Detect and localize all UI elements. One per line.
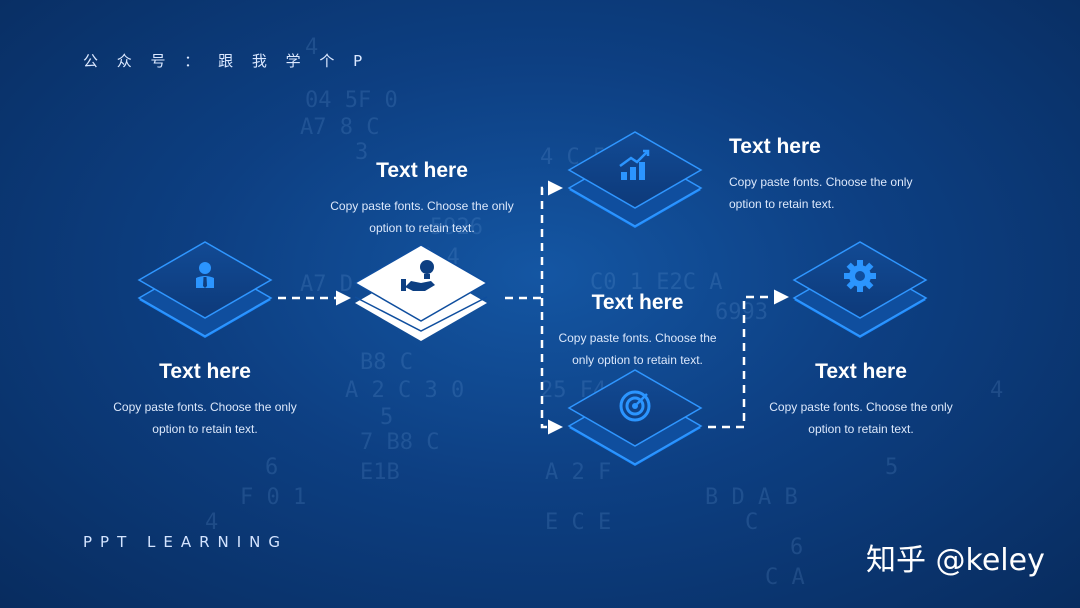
node-4-text: Text here Copy paste fonts. Choose the o… <box>550 291 725 371</box>
node-3-text: Text here Copy paste fonts. Choose the o… <box>729 135 929 215</box>
node-5-text: Text here Copy paste fonts. Choose the o… <box>761 360 961 440</box>
node-5-body: Copy paste fonts. Choose the only option… <box>769 400 953 436</box>
header-text: 公 众 号 ： 跟 我 学 个 P <box>83 52 370 70</box>
node-4-tile <box>567 369 703 466</box>
node-3-title: Text here <box>729 135 821 158</box>
person-tie-icon <box>196 262 214 288</box>
node-3-body: Copy paste fonts. Choose the only option… <box>729 175 913 211</box>
bar-chart-growth-icon <box>619 149 650 180</box>
node-2-tile <box>353 244 489 341</box>
node-5-tile <box>792 241 928 338</box>
lightbulb-hand-icon <box>401 260 435 291</box>
node-1-title: Text here <box>159 360 251 383</box>
node-4-title: Text here <box>591 291 684 314</box>
node-4-body: Copy paste fonts. Choose the only option… <box>558 331 717 367</box>
footer-text: PPT LEARNING <box>83 533 289 551</box>
watermark: 知乎 @keley <box>866 543 1045 578</box>
node-2-body: Copy paste fonts. Choose the only option… <box>330 199 514 235</box>
node-1-text: Text here Copy paste fonts. Choose the o… <box>104 360 306 440</box>
node-1-tile <box>137 241 273 338</box>
connector-4-5 <box>708 289 789 429</box>
node-1-body: Copy paste fonts. Choose the only option… <box>113 400 297 436</box>
gear-icon <box>844 260 876 292</box>
target-icon <box>619 390 651 422</box>
node-2-title: Text here <box>376 159 468 182</box>
node-2-text: Text here Copy paste fonts. Choose the o… <box>322 159 522 239</box>
node-5-title: Text here <box>815 360 907 383</box>
connector-2-3-4 <box>505 180 563 435</box>
node-3-tile <box>567 131 703 228</box>
